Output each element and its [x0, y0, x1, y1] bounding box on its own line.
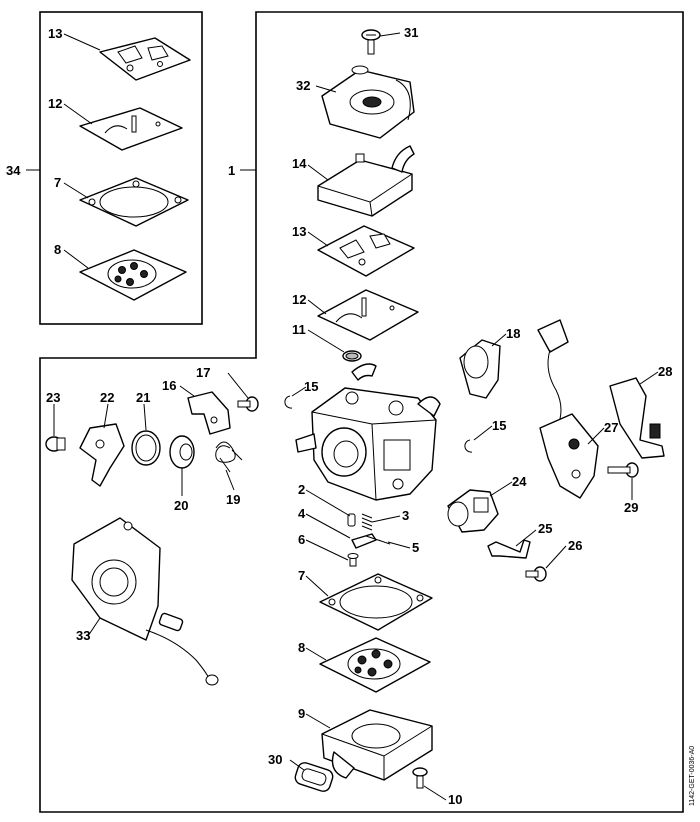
part-12-diaphragm [317, 289, 419, 341]
carburetor-body [295, 363, 441, 501]
label-14: 14 [292, 156, 307, 171]
part-19-spring [215, 441, 243, 473]
label-6: 6 [298, 532, 305, 547]
part-33-heat-shield [71, 517, 219, 686]
label-10: 10 [448, 792, 462, 807]
label-33: 33 [76, 628, 90, 643]
label-28: 28 [658, 364, 672, 379]
part-4-5-lever-and-pin [351, 533, 391, 549]
label-34: 34 [6, 163, 21, 178]
leader-lines [26, 32, 659, 801]
part-29-screw [607, 462, 639, 478]
part-7-gasket-kit [79, 177, 189, 227]
part-3-needle [361, 513, 373, 531]
part-15-clip-right [464, 439, 473, 453]
part-13-gasket-kit [99, 37, 191, 81]
part-13-gasket [317, 225, 415, 277]
label-13-kit: 13 [48, 26, 62, 41]
label-16: 16 [162, 378, 176, 393]
label-21: 21 [136, 390, 150, 405]
part-14-cover [317, 145, 415, 217]
part-30-gasket [294, 762, 334, 792]
assembly-frame-1 [39, 11, 684, 813]
part-9-cover [321, 709, 433, 781]
label-17: 17 [196, 365, 210, 380]
label-32: 32 [296, 78, 310, 93]
label-8-kit: 8 [54, 242, 61, 257]
part-21-ring [131, 430, 161, 466]
label-24: 24 [512, 474, 527, 489]
label-15: 15 [304, 379, 318, 394]
part-31-screw [361, 29, 381, 55]
label-31: 31 [404, 25, 418, 40]
label-3: 3 [402, 508, 409, 523]
label-30: 30 [268, 752, 282, 767]
part-28-connector [609, 377, 665, 459]
label-15-right: 15 [492, 418, 506, 433]
label-12-kit: 12 [48, 96, 62, 111]
label-11: 11 [292, 322, 306, 337]
part-7-gasket [319, 573, 433, 631]
part-24-actuator [447, 489, 499, 533]
label-2: 2 [298, 482, 305, 497]
part-18-housing [459, 339, 501, 399]
part-15-clip [284, 395, 293, 409]
label-13: 13 [292, 224, 306, 239]
label-27: 27 [604, 420, 618, 435]
label-5: 5 [412, 540, 419, 555]
part-8-diaphragm-kit [79, 249, 187, 301]
part-22-lever [79, 423, 125, 487]
part-16-cam [187, 391, 231, 435]
drawing-reference: 1142-GET-0036-A0 [689, 746, 696, 806]
part-17-screw [237, 396, 259, 412]
part-2-spring [347, 513, 356, 527]
label-1: 1 [228, 163, 235, 178]
part-26-screw [525, 566, 547, 582]
part-20-bushing [169, 435, 195, 469]
part-32-cover [321, 65, 415, 139]
label-29: 29 [624, 500, 638, 515]
label-7: 7 [298, 568, 305, 583]
part-labels: 13 12 7 8 34 1 31 32 14 13 12 11 17 16 1… [6, 25, 672, 807]
label-26: 26 [568, 538, 582, 553]
label-23: 23 [46, 390, 60, 405]
label-12: 12 [292, 292, 306, 307]
label-25: 25 [538, 521, 552, 536]
part-8-diaphragm [319, 637, 431, 693]
label-8: 8 [298, 640, 305, 655]
label-19: 19 [226, 492, 240, 507]
label-20: 20 [174, 498, 188, 513]
part-27-switch-with-cable [537, 319, 599, 499]
label-9: 9 [298, 706, 305, 721]
part-23-plug [45, 436, 66, 452]
kit-frame-34 [39, 11, 203, 325]
label-7-kit: 7 [54, 175, 61, 190]
part-6-screw [347, 553, 359, 567]
part-12-diaphragm-kit [79, 107, 183, 151]
part-10-screw [412, 767, 428, 789]
part-25-bracket [487, 539, 531, 559]
label-22: 22 [100, 390, 114, 405]
label-4: 4 [298, 506, 306, 521]
part-11-screen [342, 350, 362, 362]
label-18: 18 [506, 326, 520, 341]
